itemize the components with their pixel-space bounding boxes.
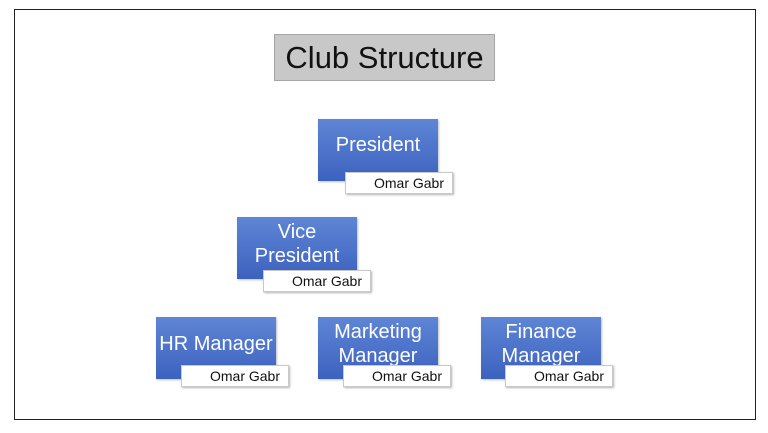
role-box-president: President	[318, 119, 438, 181]
name-label-marketing-manager: Omar Gabr	[343, 365, 451, 387]
name-label-finance-manager: Omar Gabr	[505, 365, 613, 387]
name-label-hr-manager: Omar Gabr	[181, 365, 289, 387]
slide: Club Structure President Omar Gabr Vice …	[14, 9, 756, 420]
role-label: President	[335, 134, 421, 156]
name-label-vice-president: Omar Gabr	[263, 270, 371, 292]
role-label: Finance Manager	[501, 321, 581, 367]
diagram-title: Club Structure	[274, 34, 495, 81]
role-label: HR Manager	[159, 333, 273, 355]
name-label-president: Omar Gabr	[345, 172, 453, 194]
role-label: Marketing Manager	[334, 321, 422, 367]
role-label: Vice President	[254, 221, 340, 267]
role-box-vice-president: Vice President	[237, 217, 357, 279]
